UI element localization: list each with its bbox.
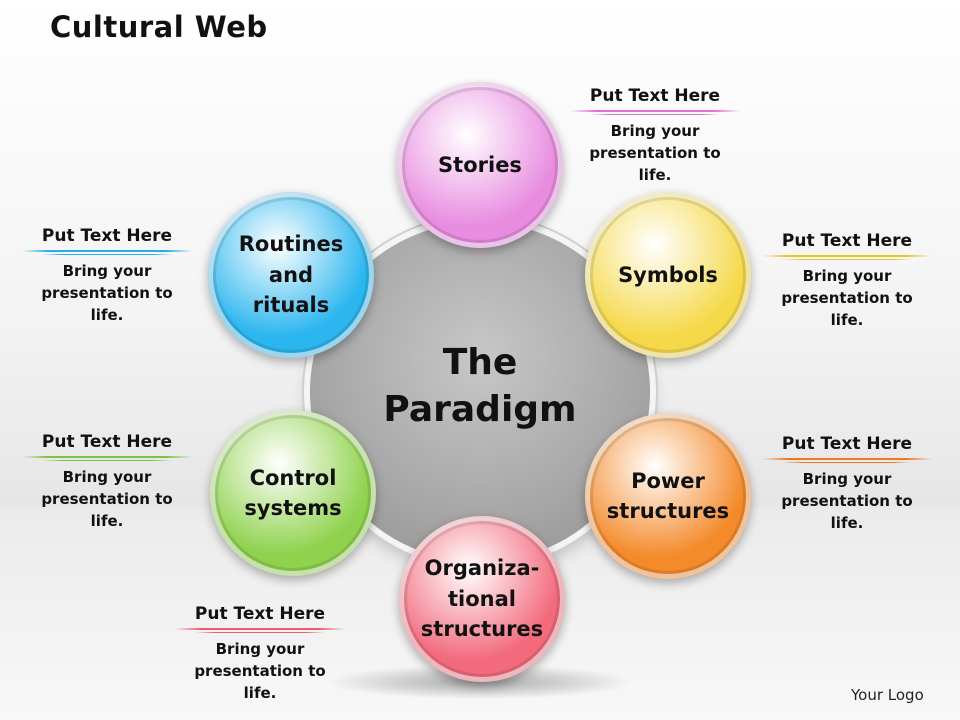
stories-note: Put Text Here Bring your presentation to… — [570, 86, 740, 187]
note-heading: Put Text Here — [41, 226, 173, 246]
note-body: Bring your presentation to life. — [194, 640, 326, 702]
note-underline — [22, 250, 192, 253]
logo-placeholder: Your Logo — [851, 686, 924, 704]
power-structures-label: Power structures — [606, 468, 730, 523]
routines-rituals-label: Routines and rituals — [238, 232, 344, 318]
note-underline — [42, 460, 172, 462]
power-structures-note: Put Text Here Bring your presentation to… — [762, 434, 932, 535]
note-underline — [42, 254, 172, 256]
stories-circle: Stories — [397, 82, 563, 248]
page-title: Cultural Web — [50, 10, 268, 44]
note-heading: Put Text Here — [781, 231, 913, 251]
routines-rituals-circle: Routines and rituals — [208, 192, 374, 358]
symbols-label: Symbols — [618, 262, 718, 287]
note-underline — [782, 462, 912, 464]
note-body: Bring your presentation to life. — [781, 470, 913, 532]
note-underline — [22, 456, 192, 459]
symbols-note: Put Text Here Bring your presentation to… — [762, 231, 932, 332]
note-underline — [570, 110, 740, 113]
note-heading: Put Text Here — [41, 432, 173, 452]
routines-rituals-note: Put Text Here Bring your presentation to… — [22, 226, 192, 327]
organizational-structures-circle: Organiza- tional structures — [399, 516, 565, 682]
organizational-structures-note: Put Text Here Bring your presentation to… — [175, 604, 345, 705]
note-heading: Put Text Here — [589, 86, 721, 106]
note-body: Bring your presentation to life. — [589, 122, 721, 184]
control-systems-circle: Control systems — [210, 410, 376, 576]
control-systems-label: Control systems — [244, 465, 342, 520]
note-underline — [782, 259, 912, 261]
power-structures-circle: Power structures — [585, 413, 751, 579]
note-underline — [762, 458, 932, 461]
note-heading: Put Text Here — [194, 604, 326, 624]
paradigm-label: The Paradigm — [383, 342, 577, 430]
organizational-structures-label: Organiza- tional structures — [420, 556, 544, 642]
control-systems-note: Put Text Here Bring your presentation to… — [22, 432, 192, 533]
note-body: Bring your presentation to life. — [781, 267, 913, 329]
note-underline — [175, 628, 345, 631]
note-heading: Put Text Here — [781, 434, 913, 454]
note-underline — [762, 255, 932, 258]
stories-label: Stories — [438, 152, 522, 177]
note-underline — [590, 114, 720, 116]
symbols-circle: Symbols — [585, 192, 751, 358]
note-body: Bring your presentation to life. — [41, 468, 173, 530]
note-body: Bring your presentation to life. — [41, 262, 173, 324]
note-underline — [195, 632, 325, 634]
